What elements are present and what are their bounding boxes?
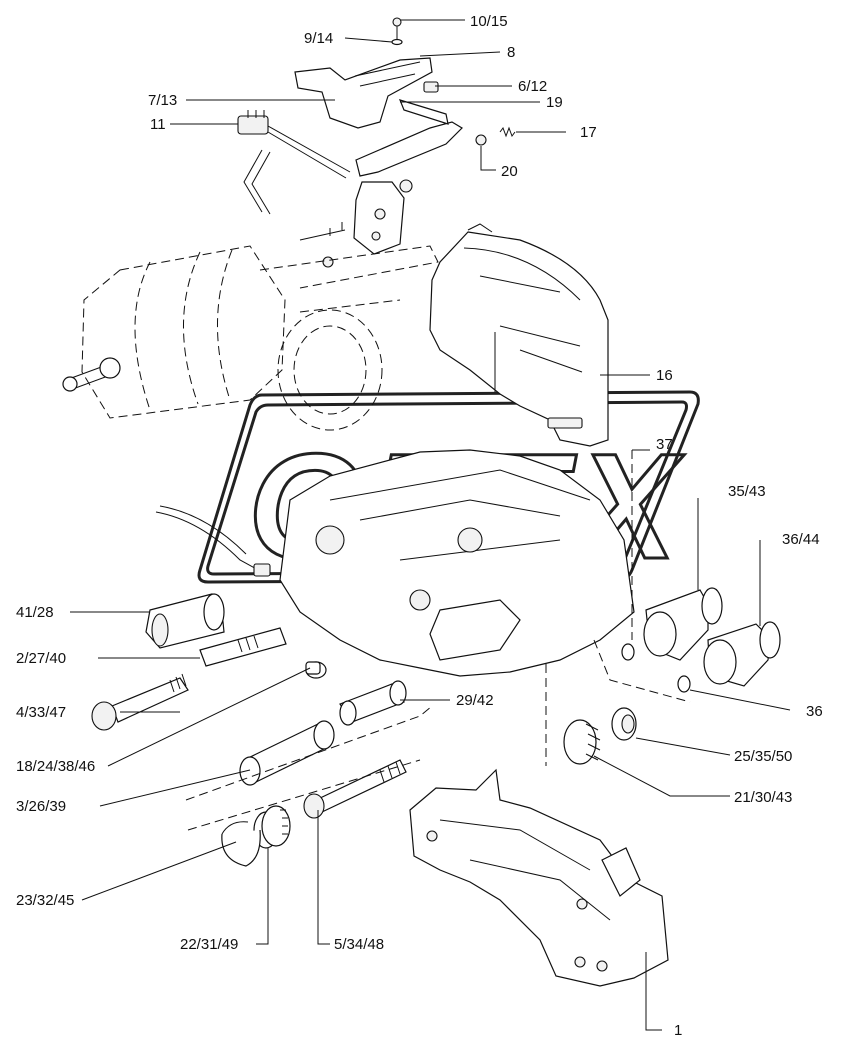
- callout-41-28: 41/28: [16, 604, 54, 621]
- part-adjuster-sleeve: [145, 593, 225, 649]
- callout-11: 11: [150, 116, 166, 133]
- callout-17: 17: [580, 124, 597, 141]
- part-clip: [423, 81, 439, 93]
- part-cable-assembly: [237, 110, 351, 215]
- callout-35-43: 35/43: [728, 483, 766, 500]
- part-bolt-top: [391, 17, 403, 46]
- part-cover-16: [429, 223, 609, 447]
- part-small-plug: [305, 661, 327, 679]
- callout-6-12: 6/12: [518, 78, 547, 95]
- part-tube-3: [239, 720, 335, 786]
- callout-2-27-40: 2/27/40: [16, 650, 66, 667]
- part-bracket-plate: [294, 57, 433, 129]
- callout-36: 36: [806, 703, 823, 720]
- part-spring-17: [499, 126, 516, 138]
- callout-25-35-50: 25/35/50: [734, 748, 792, 765]
- ghost-right: [545, 639, 691, 766]
- part-pin-36: [677, 675, 691, 693]
- callout-5-34-48: 5/34/48: [334, 936, 384, 953]
- callout-23-32-45: 23/32/45: [16, 892, 74, 909]
- part-boot-35: [643, 587, 723, 661]
- part-threaded-bolt: [91, 673, 189, 731]
- part-lever: [355, 99, 463, 177]
- part-tube-29: [339, 680, 407, 726]
- part-pin-37: [621, 643, 635, 661]
- part-ring-23: [221, 821, 261, 867]
- callout-labels: 10/15 9/14 8 6/12 7/13 19 11 17 20 16 37…: [16, 13, 823, 1039]
- callout-7-13: 7/13: [148, 92, 177, 109]
- part-carrier: [409, 768, 669, 987]
- callout-8: 8: [507, 44, 515, 61]
- part-nut-20: [475, 134, 487, 146]
- callout-37: 37: [656, 436, 673, 453]
- ghost-brake-chamber: [62, 245, 439, 431]
- ghost-tray: [185, 705, 433, 831]
- callout-36-44: 36/44: [782, 531, 820, 548]
- part-boot-36: [703, 621, 781, 687]
- callout-4-33-47: 4/33/47: [16, 704, 66, 721]
- callout-22-31-49: 22/31/49: [180, 936, 238, 953]
- callout-29-42: 29/42: [456, 692, 494, 709]
- callout-19: 19: [546, 94, 563, 111]
- part-seal-21: [563, 719, 601, 765]
- callout-1: 1: [674, 1022, 682, 1039]
- callout-9-14: 9/14: [304, 30, 333, 47]
- leader-lines: [70, 19, 791, 1031]
- callout-21-30-43: 21/30/43: [734, 789, 792, 806]
- callout-20: 20: [501, 163, 518, 180]
- part-shaft-5: [303, 759, 407, 819]
- callout-10-15: 10/15: [470, 13, 508, 30]
- part-caliper-housing: [279, 449, 635, 677]
- part-link-block: [299, 179, 413, 268]
- callout-16: 16: [656, 367, 673, 384]
- callout-18-24-38-46: 18/24/38/46: [16, 758, 95, 775]
- callout-3-26-39: 3/26/39: [16, 798, 66, 815]
- part-ring-25: [611, 707, 637, 741]
- part-spring-shaft: [199, 627, 287, 667]
- part-cable: [155, 505, 271, 577]
